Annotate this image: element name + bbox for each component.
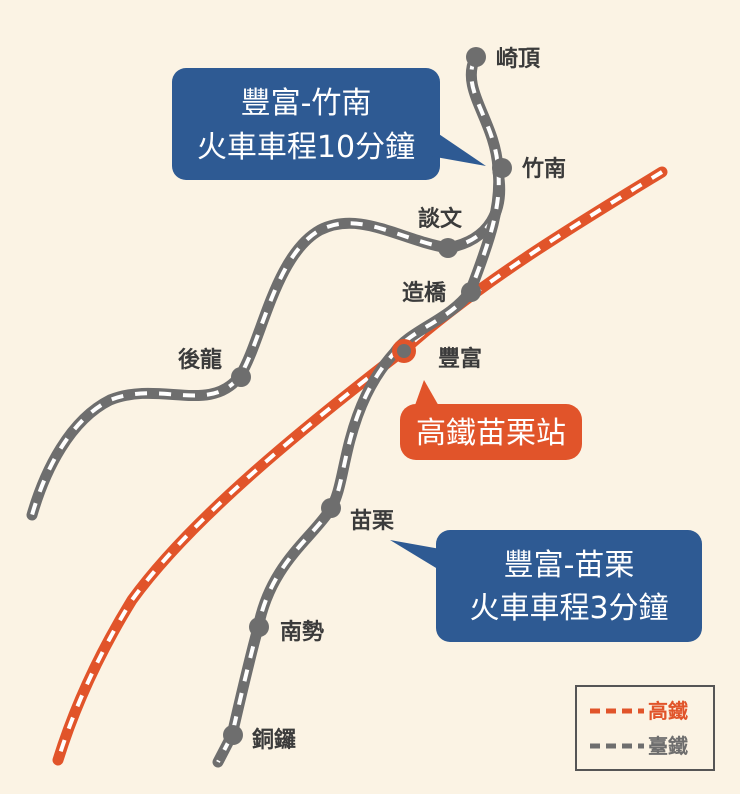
legend-tra: 臺鐵 [590,734,688,758]
station-label-tongluo: 銅鑼 [252,727,296,753]
station-dot-zhunan [492,158,512,178]
station-label-zhunan: 竹南 [521,156,566,182]
station-dot-miaoli [321,498,341,518]
hsr-line [52,166,668,766]
station-dot-tanwen [438,238,458,258]
legend-hsr: 高鐵 [590,699,688,723]
callout-fengfu-miaoli: 豐富-苗栗 火車車程3分鐘 [390,530,702,642]
station-label-tanwen: 談文 [418,206,463,232]
station-label-houlong: 後龍 [178,347,222,373]
legend-tra-label: 臺鐵 [648,734,688,758]
hsr-station-badge: 高鐵苗栗站 [400,380,582,460]
callout-fengfu-zhunan: 豐富-竹南 火車車程10分鐘 [172,68,486,180]
station-dot-tongluo [223,725,243,745]
station-dot-nanshi [249,617,269,637]
station-dot-fengfu-inner [397,344,411,358]
station-label-miaoli: 苗栗 [350,509,394,534]
callout-bottom-line1: 豐富-苗栗 [504,548,635,583]
callout-top-line1: 豐富-竹南 [241,86,372,121]
station-label-zaoqiao: 造橋 [402,281,447,306]
station-label-nanshi: 南勢 [280,619,324,645]
station-dot-houlong [231,367,251,387]
hsr-station-label: 高鐵苗栗站 [416,416,566,451]
station-label-fengfu: 豐富 [438,346,482,372]
callout-bottom-line2: 火車車程3分鐘 [469,591,668,626]
legend: 高鐵 臺鐵 [575,685,715,771]
station-dot-zaoqiao [461,282,481,302]
station-dot-qiding [466,47,486,67]
legend-hsr-label: 高鐵 [648,699,688,723]
callout-top-line2: 火車車程10分鐘 [197,130,415,165]
station-label-qiding: 崎頂 [496,47,541,72]
